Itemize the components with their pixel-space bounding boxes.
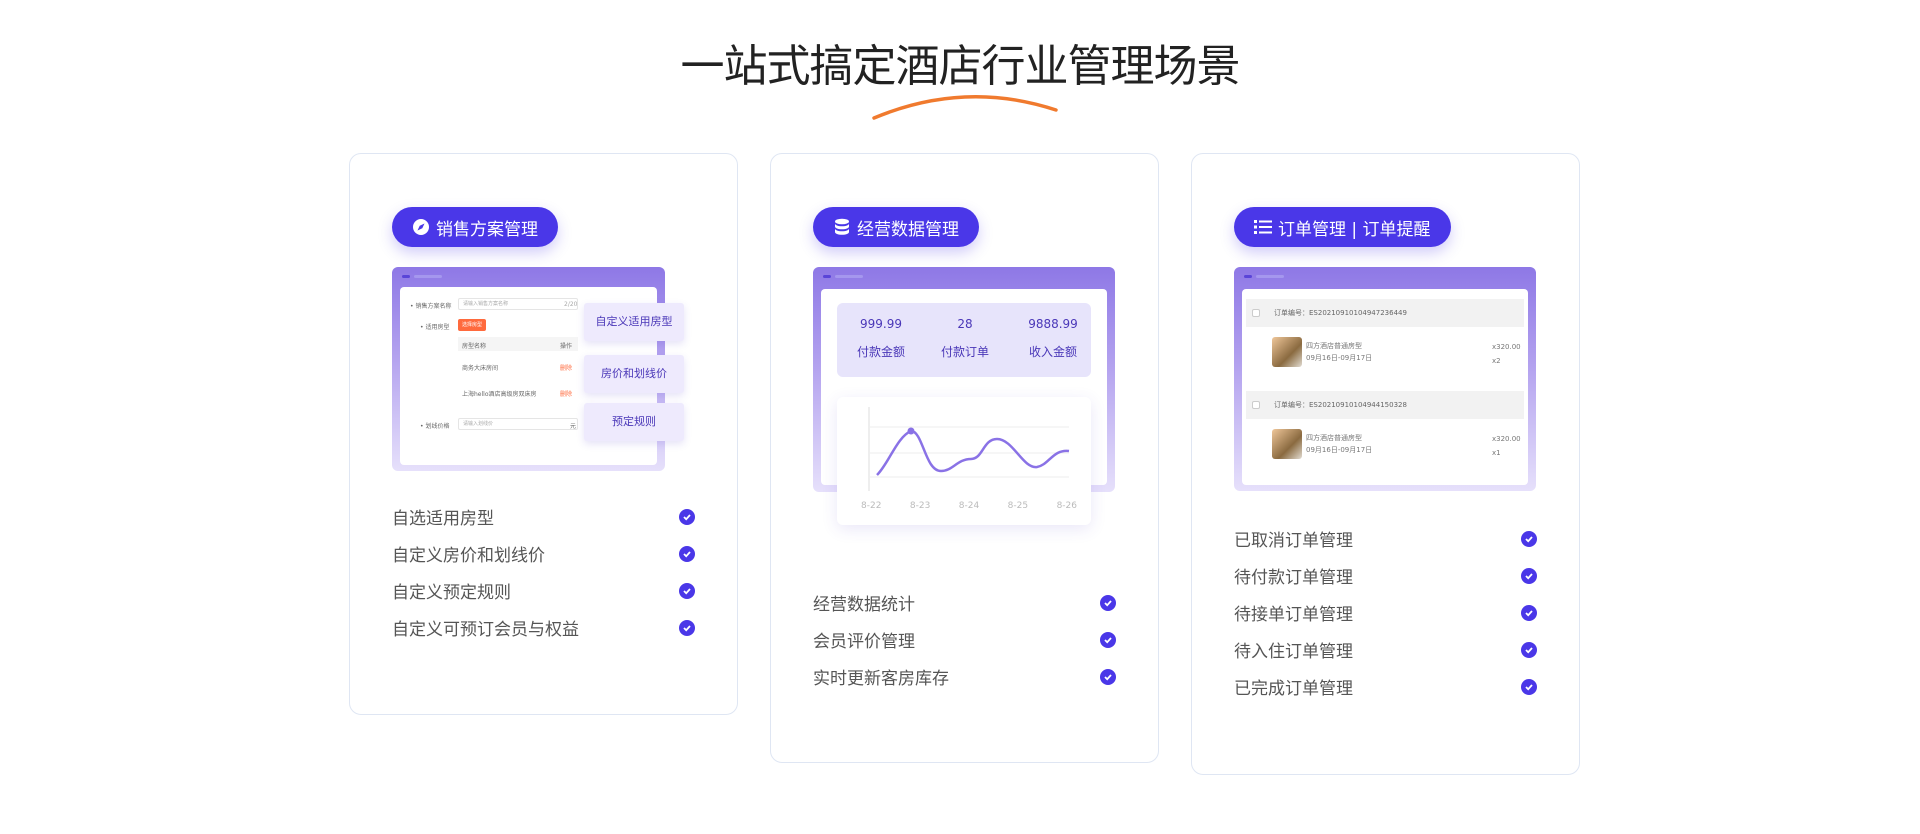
table-header: 操作 (560, 343, 573, 350)
table-row: 上海hello酒店高级房双床房 (462, 391, 537, 398)
feature-item: 经营数据统计 (813, 584, 1116, 621)
order-checkbox[interactable] (1252, 401, 1260, 409)
feature-list: 自选适用房型 自定义房价和划线价 自定义预定规则 自定义可预订会员与权益 (392, 498, 695, 646)
stat-label: 付款金额 (856, 345, 905, 359)
check-icon (1100, 668, 1116, 685)
check-icon (679, 545, 695, 562)
room-thumbnail (1272, 429, 1302, 459)
page-title: 一站式搞定酒店行业管理场景 (680, 41, 1241, 92)
form-label: • 销售方案名称 (410, 303, 452, 310)
stat-value: 28 (957, 317, 973, 331)
form-label: • 划线价格 (420, 423, 450, 430)
sales-plan-pill[interactable]: 销售方案管理 (392, 207, 558, 247)
delete-link[interactable]: 删除 (560, 365, 573, 372)
x-tick-label: 8-23 (909, 501, 931, 511)
feature-item: 会员评价管理 (813, 621, 1116, 658)
feature-item: 已完成订单管理 (1234, 668, 1537, 705)
feature-list: 经营数据统计 会员评价管理 实时更新客房库存 (813, 584, 1116, 695)
business-data-screenshot: 999.99 付款金额 28 付款订单 9888.99 收入金额 8-22 8-… (813, 267, 1115, 525)
room-name: 四方酒店普通房型 (1306, 434, 1362, 442)
order-qty: x2 (1492, 357, 1501, 365)
stats-panel: 999.99 付款金额 28 付款订单 9888.99 收入金额 (837, 303, 1091, 377)
float-tag: 房价和划线价 (584, 355, 684, 393)
check-icon (679, 619, 695, 636)
order-qty: x1 (1492, 449, 1501, 457)
compass-icon (412, 218, 430, 236)
check-icon (679, 508, 695, 525)
feature-item: 待入住订单管理 (1234, 631, 1537, 668)
pill-label: 订单管理 | 订单提醒 (1278, 219, 1431, 240)
feature-item: 自定义预定规则 (392, 572, 695, 609)
check-icon (1521, 641, 1537, 658)
check-icon (1100, 631, 1116, 648)
x-tick-label: 8-24 (958, 501, 980, 511)
pill-label: 经营数据管理 (857, 219, 959, 240)
pill-label: 销售方案管理 (436, 219, 538, 240)
stay-dates: 09月16日-09月17日 (1306, 354, 1373, 362)
trend-chart: 8-22 8-23 8-24 8-25 8-26 (837, 397, 1091, 525)
room-thumbnail (1272, 337, 1302, 367)
room-name: 四方酒店普通房型 (1306, 342, 1362, 350)
check-icon (1100, 594, 1116, 611)
feature-item: 待付款订单管理 (1234, 557, 1537, 594)
check-icon (679, 582, 695, 599)
x-tick-label: 8-25 (1007, 501, 1029, 511)
order-management-card: 订单管理 | 订单提醒 订单编号：ES2021091010494723644​9… (1191, 153, 1580, 775)
feature-item: 已取消订单管理 (1234, 520, 1537, 557)
trend-line-svg (868, 407, 1070, 491)
strike-price-input[interactable]: 请输入划线价 (458, 418, 578, 430)
title-underline-arc (872, 95, 1058, 120)
feature-item: 自选适用房型 (392, 498, 695, 535)
feature-list: 已取消订单管理 待付款订单管理 待接单订单管理 待入住订单管理 已完成订单管理 (1234, 520, 1537, 705)
char-count: 2/20 (564, 301, 578, 308)
float-tag: 自定义适用房型 (584, 303, 684, 341)
list-icon (1254, 218, 1272, 236)
feature-item: 自定义房价和划线价 (392, 535, 695, 572)
order-price: x320.00 (1492, 435, 1521, 443)
sales-plan-card: 销售方案管理 • 销售方案名称 请输入销售方案名称 2/20 • 适用房型 选择… (349, 153, 738, 715)
check-icon (1521, 530, 1537, 547)
database-icon (833, 218, 851, 236)
feature-item: 实时更新客房库存 (813, 658, 1116, 695)
order-list-screenshot: 订单编号：ES2021091010494723644​9 四方酒店普通房型 09… (1234, 267, 1536, 491)
feature-item: 自定义可预订会员与权益 (392, 609, 695, 646)
business-data-card: 经营数据管理 999.99 付款金额 28 付款订单 9888.99 收入金额 … (770, 153, 1159, 763)
form-label: • 适用房型 (420, 324, 450, 331)
order-number: 订单编号：ES2021091010494415032​8 (1246, 391, 1524, 419)
stat-label: 付款订单 (940, 345, 989, 359)
select-room-button[interactable]: 选择房型 (458, 319, 487, 331)
plan-name-input[interactable]: 请输入销售方案名称 (458, 298, 578, 310)
float-tag: 预定规则 (584, 403, 684, 441)
stat-label: 收入金额 (1028, 345, 1077, 359)
x-tick-label: 8-26 (1056, 501, 1077, 511)
order-number: 订单编号：ES2021091010494723644​9 (1246, 299, 1524, 327)
check-icon (1521, 567, 1537, 584)
business-data-pill[interactable]: 经营数据管理 (813, 207, 979, 247)
check-icon (1521, 604, 1537, 621)
feature-item: 待接单订单管理 (1234, 594, 1537, 631)
table-row: 商务大床房间 (462, 365, 499, 372)
stay-dates: 09月16日-09月17日 (1306, 446, 1373, 454)
sales-plan-screenshot: • 销售方案名称 请输入销售方案名称 2/20 • 适用房型 选择房型 房型名称… (392, 267, 684, 471)
order-price: x320.00 (1492, 343, 1521, 351)
delete-link[interactable]: 删除 (560, 391, 573, 398)
stat-value: 9888.99 (1028, 317, 1078, 331)
table-header: 房型名称 (462, 343, 487, 350)
stat-value: 999.99 (860, 317, 902, 331)
order-checkbox[interactable] (1252, 309, 1260, 317)
unit-label: 元 (570, 423, 577, 430)
order-management-pill[interactable]: 订单管理 | 订单提醒 (1234, 207, 1451, 247)
check-icon (1521, 678, 1537, 695)
x-tick-label: 8-22 (861, 501, 882, 511)
